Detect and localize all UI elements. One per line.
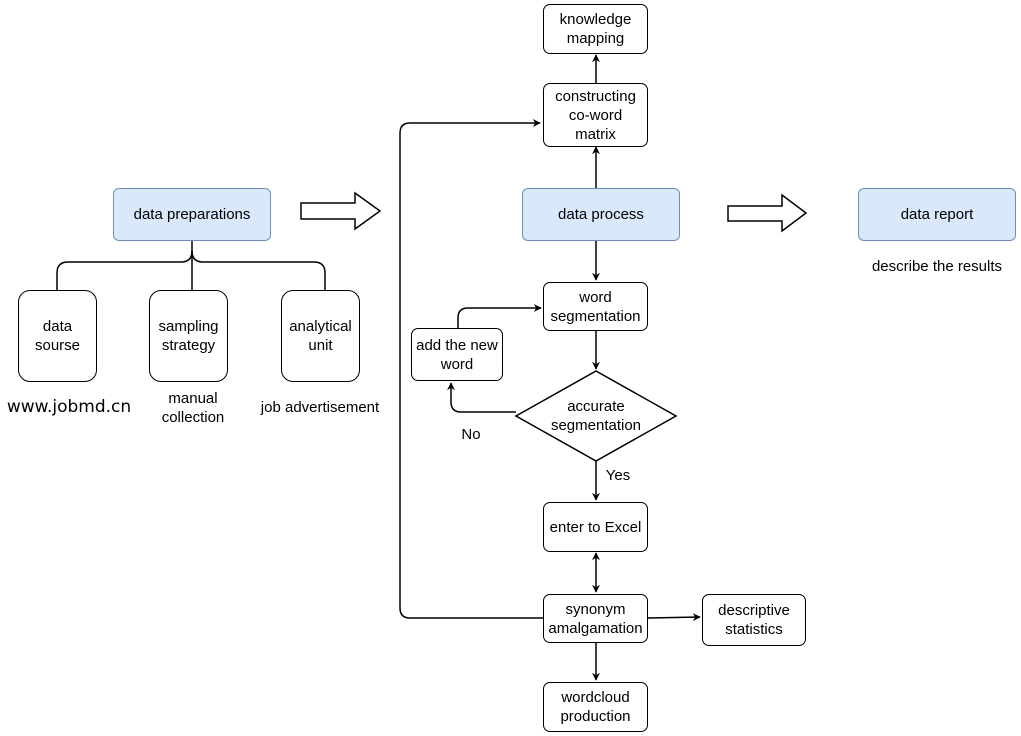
word-segmentation-box: word segmentation [543,282,648,331]
no-branch-label: No [461,426,481,443]
data-process-header: data process [522,188,680,241]
data-source-box: data sourse [18,290,97,382]
decision-label: accurate segmentation [550,398,642,434]
data-source-note: www.jobmd.cn [6,397,132,417]
preparations-tree-connector [56,241,326,290]
knowledge-mapping-box: knowledge mapping [543,4,648,54]
data-report-header: data report [858,188,1016,241]
enter-to-excel-box: enter to Excel [543,502,648,552]
add-new-word-box: add the new word [411,328,503,381]
arrow-add-word-to-segmentation [457,304,542,328]
co-word-matrix-box: constructing co-word matrix [543,83,648,147]
analytical-unit-note: job advertisement [260,399,380,416]
block-arrow-to-report [727,193,808,233]
sampling-strategy-box: sampling strategy [149,290,228,382]
sampling-strategy-note: manual collection [161,390,225,426]
arrow-synonym-loop-to-matrix [399,119,543,619]
wordcloud-production-box: wordcloud production [543,682,648,732]
data-report-note: describe the results [871,258,1003,275]
descriptive-statistics-box: descriptive statistics [702,594,806,646]
synonym-amalgamation-box: synonym amalgamation [543,594,648,643]
yes-branch-label: Yes [605,467,631,484]
block-arrow-to-process [300,191,382,231]
analytical-unit-box: analytical unit [281,290,360,382]
arrow-synonym-to-descriptive [647,613,701,622]
arrow-decision-no-to-add-word [447,382,516,413]
data-preparations-header: data preparations [113,188,271,241]
